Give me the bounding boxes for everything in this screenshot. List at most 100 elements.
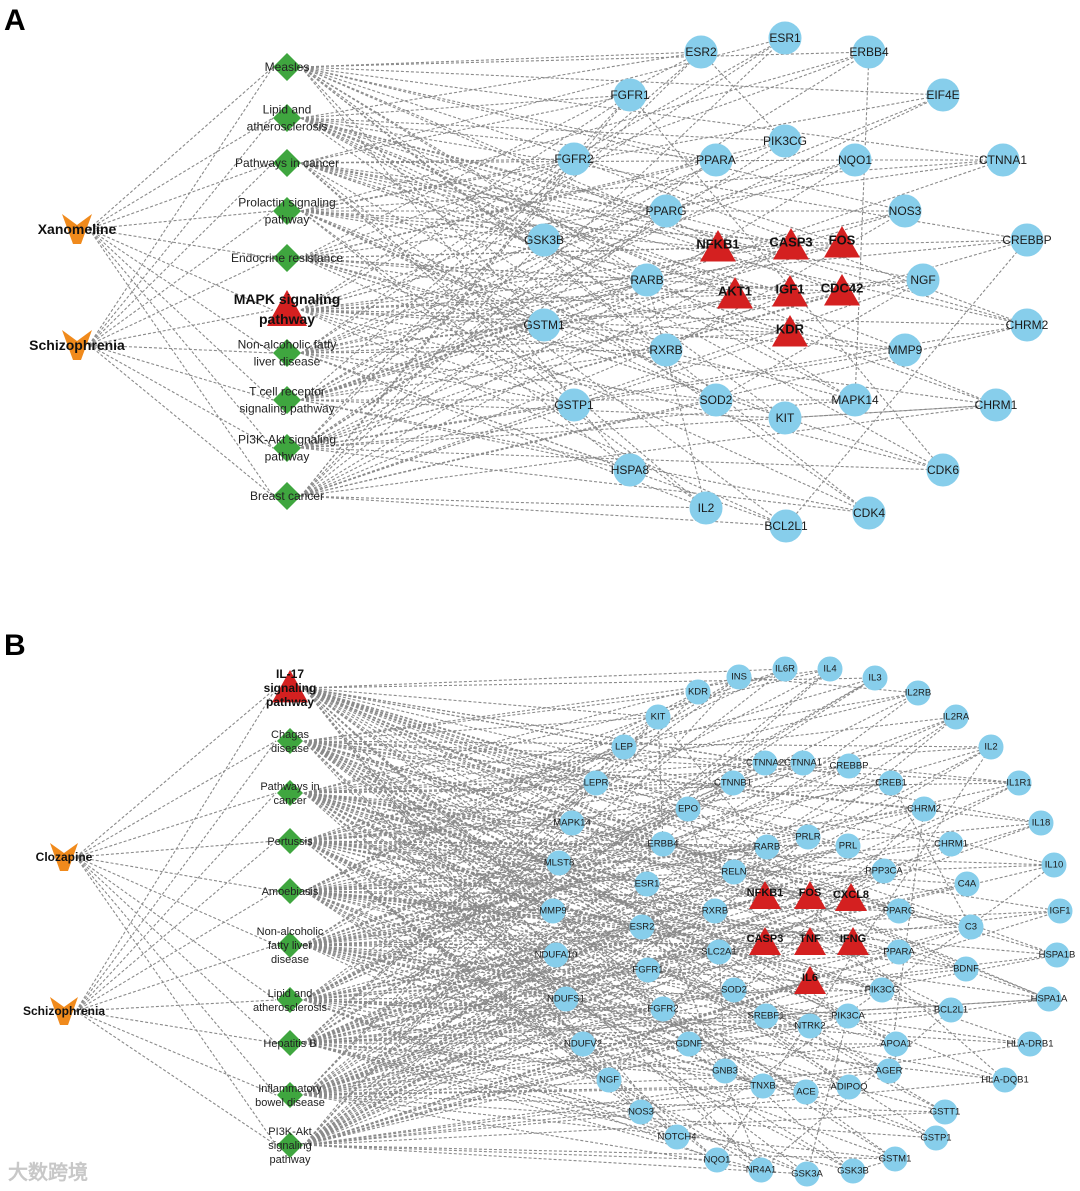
gene-node-bcl2l1[interactable]: BCL2L1 [764,509,808,543]
gene-node-ctnnb1[interactable]: CTNNB1 [714,770,752,796]
pathway-node-hepatitis-b[interactable]: Hepatitis B [263,1030,317,1056]
gene-node-pik3cg[interactable]: PIK3CG [763,124,807,158]
gene-node-eif4e[interactable]: EIF4E [926,78,960,112]
gene-node-apoa1[interactable]: APOA1 [880,1031,912,1057]
gene-node-gstm1[interactable]: GSTM1 [523,308,565,342]
gene-node-il4[interactable]: IL4 [817,656,843,682]
gene-node-gstp1[interactable]: GSTP1 [554,388,594,422]
gene-node-sod2[interactable]: SOD2 [699,383,733,417]
gene-node-gsk3b[interactable]: GSK3B [524,223,564,257]
gene-node-gnb3[interactable]: GNB3 [712,1058,738,1084]
gene-node-lep[interactable]: LEP [611,734,637,760]
gene-node-ndufv2[interactable]: NDUFV2 [564,1031,602,1057]
pathway-node-pertussis[interactable]: Pertussis [267,828,313,854]
gene-node-ppp3ca[interactable]: PPP3CA [865,858,903,884]
pathway-node-breast-cancer[interactable]: Breast cancer [250,482,324,510]
gene-node-rarb[interactable]: RARB [630,263,664,297]
gene-node-gdnf[interactable]: GDNF [676,1031,703,1057]
gene-node-tnxb[interactable]: TNXB [750,1073,776,1099]
gene-node-crebbp[interactable]: CREBBP [1002,223,1052,257]
gene-node-epo[interactable]: EPO [675,796,701,822]
gene-node-ngf[interactable]: NGF [906,263,940,297]
gene-node-kdr[interactable]: KDR [685,679,711,705]
pathway-node-measles[interactable]: Measles [265,53,310,81]
gene-node-ctnna1[interactable]: CTNNA1 [979,143,1027,177]
gene-node-esr1[interactable]: ESR1 [768,21,802,55]
gene-node-prl[interactable]: PRL [835,833,861,859]
gene-node-bdnf[interactable]: BDNF [953,956,979,982]
gene-node-ins[interactable]: INS [726,664,752,690]
hub-gene-cxcl8[interactable]: CXCL8 [833,883,869,911]
gene-node-prlr[interactable]: PRLR [795,824,821,850]
gene-node-crebbp[interactable]: CREBBP [829,753,869,779]
gene-node-fgfr2[interactable]: FGFR2 [647,996,679,1022]
hub-gene-akt1[interactable]: AKT1 [717,277,753,309]
condition-node-clozapine[interactable]: Clozapine [36,843,93,871]
gene-node-notch4[interactable]: NOTCH4 [657,1124,697,1150]
pathway-node-endocrine-resistance[interactable]: Endocrine resistance [231,244,343,272]
gene-node-ndufs1[interactable]: NDUFS1 [547,986,585,1012]
gene-node-gstt1[interactable]: GSTT1 [930,1099,961,1125]
gene-node-mapk14[interactable]: MAPK14 [553,810,591,836]
gene-node-il10[interactable]: IL10 [1041,852,1067,878]
condition-node-schizophrenia[interactable]: Schizophrenia [23,997,105,1025]
gene-node-fgfr1[interactable]: FGFR1 [610,78,650,112]
gene-node-gstm1[interactable]: GSTM1 [879,1146,912,1172]
gene-node-nos3[interactable]: NOS3 [888,194,922,228]
gene-node-srebf1[interactable]: SREBF1 [748,1003,785,1029]
gene-node-c4a[interactable]: C4A [954,871,980,897]
gene-node-mapk14[interactable]: MAPK14 [831,383,879,417]
gene-node-esr2[interactable]: ESR2 [629,914,655,940]
gene-node-ndufa10[interactable]: NDUFA10 [535,942,578,968]
gene-node-rxrb[interactable]: RXRB [702,898,728,924]
hub-gene-kdr[interactable]: KDR [772,315,808,347]
gene-node-fgfr1[interactable]: FGFR1 [632,957,664,983]
gene-node-il18[interactable]: IL18 [1028,810,1054,836]
gene-node-adipoq[interactable]: ADIPOQ [831,1074,868,1100]
hub-gene-casp3[interactable]: CASP3 [747,927,784,955]
pathway-node-amoebiasis[interactable]: Amoebiasis [262,878,319,904]
gene-node-esr1[interactable]: ESR1 [634,871,660,897]
gene-node-chrm2[interactable]: CHRM2 [1006,308,1049,342]
gene-node-hla-drb1[interactable]: HLA-DRB1 [1007,1031,1054,1057]
hub-gene-cdc42[interactable]: CDC42 [821,274,864,306]
gene-node-erbb4[interactable]: ERBB4 [647,831,679,857]
gene-node-il2ra[interactable]: IL2RA [943,704,970,730]
gene-node-gsk3b[interactable]: GSK3B [837,1158,869,1184]
gene-node-gstp1[interactable]: GSTP1 [920,1125,952,1151]
gene-node-nos3[interactable]: NOS3 [628,1099,654,1125]
gene-node-pparg[interactable]: PPARG [883,898,916,924]
gene-node-esr2[interactable]: ESR2 [684,35,718,69]
gene-node-mmp9[interactable]: MMP9 [539,898,567,924]
gene-node-ngf[interactable]: NGF [596,1067,622,1093]
gene-node-il2[interactable]: IL2 [978,734,1004,760]
hub-gene-igf1[interactable]: IGF1 [772,275,808,307]
condition-node-schizophrenia[interactable]: Schizophrenia [29,330,125,360]
gene-node-slc2a1[interactable]: SLC2A1 [701,939,737,965]
gene-node-kit[interactable]: KIT [645,704,671,730]
pathway-node-pathways-in-cancer[interactable]: Pathways in cancer [235,149,339,177]
gene-node-bcl2l1[interactable]: BCL2L1 [934,997,968,1023]
hub-gene-fos[interactable]: FOS [824,226,860,258]
hub-gene-ifng[interactable]: IFNG [837,927,869,955]
gene-node-hspa8[interactable]: HSPA8 [611,453,650,487]
gene-node-sod2[interactable]: SOD2 [721,977,747,1003]
gene-node-mmp9[interactable]: MMP9 [888,333,923,367]
gene-node-ppara[interactable]: PPARA [883,939,915,965]
gene-node-ager[interactable]: AGER [876,1058,903,1084]
gene-node-ace[interactable]: ACE [793,1079,819,1105]
hub-gene-tnf[interactable]: TNF [794,927,826,955]
gene-node-fgfr2[interactable]: FGFR2 [554,142,594,176]
